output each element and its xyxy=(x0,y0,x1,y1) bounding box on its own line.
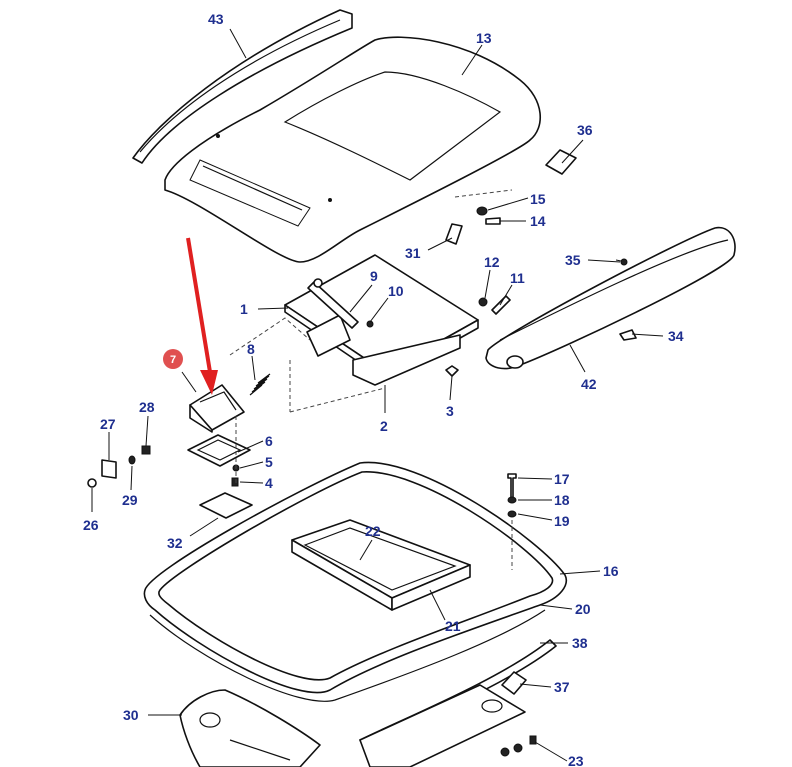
callout-38: 38 xyxy=(572,635,588,651)
callout-20: 20 xyxy=(575,601,591,617)
callout-23: 23 xyxy=(568,753,584,767)
part-2-lower-tray xyxy=(352,334,461,386)
callout-37: 37 xyxy=(554,679,570,695)
part-lower-panel xyxy=(359,684,526,767)
callout-43: 43 xyxy=(208,11,224,27)
assembly-line xyxy=(229,317,311,356)
part-30-headliner xyxy=(179,689,321,767)
part-13-roof-shell xyxy=(164,36,542,263)
callout-16: 16 xyxy=(603,563,619,579)
part-7-badge: 7 xyxy=(163,349,197,393)
part-29-washer xyxy=(128,455,136,465)
callout-17: 17 xyxy=(554,471,570,487)
part-43-trim-strip xyxy=(132,9,353,164)
part-42-side-duct xyxy=(485,226,736,370)
part-12-washer xyxy=(478,297,488,307)
assembly-line xyxy=(454,189,513,198)
callout-3: 3 xyxy=(446,403,454,419)
part-32-pad xyxy=(199,492,253,519)
part-6-gasket xyxy=(187,434,251,467)
callout-21: 21 xyxy=(445,618,461,634)
part-9-gas-strut xyxy=(307,278,359,329)
callout-22: 22 xyxy=(365,523,381,539)
assembly-line xyxy=(289,387,386,413)
part-11-screw xyxy=(491,295,511,315)
callout-31: 31 xyxy=(405,245,421,261)
part-26-nut xyxy=(87,478,97,488)
callout-9: 9 xyxy=(370,268,378,284)
callout-5: 5 xyxy=(265,454,273,470)
callout-13: 13 xyxy=(476,30,492,46)
part-18-washer xyxy=(507,496,517,504)
callout-18: 18 xyxy=(554,492,570,508)
callout-19: 19 xyxy=(554,513,570,529)
callout-26: 26 xyxy=(83,517,99,533)
callout-35: 35 xyxy=(565,252,581,268)
leader-lines xyxy=(91,28,664,762)
callout-8: 8 xyxy=(247,341,255,357)
part-31-clip xyxy=(445,223,463,245)
part-8-spring xyxy=(249,373,271,396)
part-15-washer xyxy=(476,206,488,216)
part-10-bolt xyxy=(366,320,374,328)
part-7-bracket xyxy=(189,384,245,433)
callout-28: 28 xyxy=(139,399,155,415)
part-28-screw xyxy=(141,445,151,455)
callout-11: 11 xyxy=(510,270,525,286)
callout-42: 42 xyxy=(581,376,597,392)
callout-32: 32 xyxy=(167,535,183,551)
callout-6: 6 xyxy=(265,433,273,449)
part-14-screw xyxy=(485,217,501,225)
part-3-nut xyxy=(445,365,459,377)
part-35-screw xyxy=(615,258,628,266)
callout-4: 4 xyxy=(265,475,273,491)
callout-labels: 43 13 36 15 14 31 9 10 1 12 11 35 34 42 … xyxy=(83,11,684,767)
part-4-screw xyxy=(231,477,239,487)
badge-label: 7 xyxy=(170,354,176,366)
part-22-hatch-inner xyxy=(291,519,471,611)
part-36-pad xyxy=(545,149,577,175)
part-27-plate xyxy=(101,459,117,479)
callout-30: 30 xyxy=(123,707,139,723)
part-34-clip xyxy=(619,329,637,341)
part-17-bolt xyxy=(507,473,517,499)
callout-2: 2 xyxy=(380,418,388,434)
part-20-seal-frame xyxy=(149,609,546,702)
callout-36: 36 xyxy=(577,122,593,138)
callout-34: 34 xyxy=(668,328,684,344)
part-19-washer xyxy=(507,510,517,518)
callout-12: 12 xyxy=(484,254,500,270)
callout-15: 15 xyxy=(530,191,546,207)
callout-10: 10 xyxy=(388,283,404,299)
callout-27: 27 xyxy=(100,416,116,432)
highlight-arrow xyxy=(186,237,218,395)
callout-29: 29 xyxy=(122,492,138,508)
part-37-pad xyxy=(501,671,527,695)
part-23-fastener xyxy=(500,735,537,757)
callout-14: 14 xyxy=(530,213,546,229)
callout-1: 1 xyxy=(240,301,248,317)
